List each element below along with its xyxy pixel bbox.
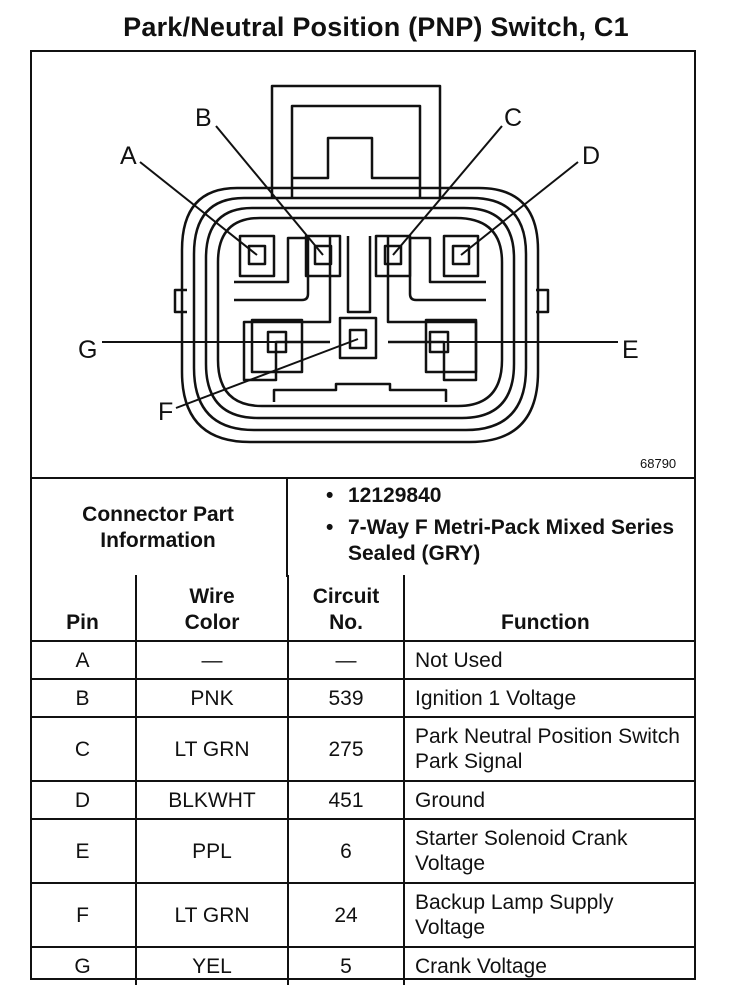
pin-label-c: C [504,104,522,132]
wire-color-cell: YEL [135,946,289,985]
connector-diagram: A B C D E F G 68790 [30,50,696,478]
terminal-f [348,328,368,350]
connector-info-label: Connector Part Information [82,503,234,552]
function-cell: Not Used [403,640,696,680]
circuit-cell: 451 [287,780,405,820]
wire-color-cell: LT GRN [135,882,289,948]
cavity-a [238,234,276,278]
table-row: E PPL 6 Starter Solenoid Crank Voltage [30,818,696,884]
leader-b [215,125,324,256]
pin-label-f: F [158,398,173,426]
table-row: A — — Not Used [30,640,696,680]
cavity-d [442,234,480,278]
connector-info: Connector Part Information • 12129840 • … [30,477,696,577]
table-row: D BLKWHT 451 Ground [30,780,696,820]
pin-label-g: G [78,336,97,364]
cavity-f [338,316,378,360]
pin-label-e: E [622,336,639,364]
wire-color-cell: BLKWHT [135,780,289,820]
leader-f [175,338,359,409]
connector-ear-right [536,288,550,314]
pin-cell: C [30,716,137,782]
connector-type: 7-Way F Metri-Pack Mixed Series Sealed (… [348,516,675,565]
pin-cell: D [30,780,137,820]
pin-table: Pin Wire Color Circuit No. Function A — … [30,575,696,985]
cavity-c [374,234,412,278]
figure-number: 68790 [640,456,676,471]
bullet-icon: • [326,484,334,507]
wire-color-cell: LT GRN [135,716,289,782]
leader-a [139,161,258,256]
connector-info-item: • 12129840 [326,483,690,509]
wire-color-cell: — [135,640,289,680]
part-number: 12129840 [348,484,442,507]
cavity-g [250,318,304,374]
terminal-b [313,244,333,266]
function-cell: Ground [403,780,696,820]
table-row: B PNK 539 Ignition 1 Voltage [30,678,696,718]
pin-cell: G [30,946,137,985]
function-cell: Ignition 1 Voltage [403,678,696,718]
connector-shell [180,186,540,444]
table-row: F LT GRN 24 Backup Lamp Supply Voltage [30,882,696,948]
function-cell: Crank Voltage [403,946,696,985]
pin-cell: E [30,818,137,884]
connector-info-label-cell: Connector Part Information [30,479,288,577]
pin-label-d: D [582,142,600,170]
leader-c [392,125,503,256]
function-cell: Backup Lamp Supply Voltage [403,882,696,948]
header-circuit-no: Circuit No. [287,575,405,642]
circuit-cell: 6 [287,818,405,884]
header-pin: Pin [30,575,137,642]
connector-info-item: • 7-Way F Metri-Pack Mixed Series Sealed… [326,515,690,567]
page-title: Park/Neutral Position (PNP) Switch, C1 [123,12,629,42]
terminal-a [247,244,267,266]
table-row: G YEL 5 Crank Voltage [30,946,696,985]
header-wire-color: Wire Color [135,575,289,642]
wire-color-cell: PNK [135,678,289,718]
function-cell: Park Neutral Position Switch Park Signal [403,716,696,782]
wire-color-cell: PPL [135,818,289,884]
circuit-cell: 275 [287,716,405,782]
pin-table-header: Pin Wire Color Circuit No. Function [30,575,696,642]
circuit-cell: 5 [287,946,405,985]
pin-label-b: B [195,104,212,132]
function-cell: Starter Solenoid Crank Voltage [403,818,696,884]
table-row: C LT GRN 275 Park Neutral Position Switc… [30,716,696,782]
pin-cell: A [30,640,137,680]
terminal-d [451,244,471,266]
circuit-cell: — [287,640,405,680]
terminal-c [383,244,403,266]
leader-d [460,161,579,256]
bullet-icon: • [326,516,334,539]
circuit-cell: 539 [287,678,405,718]
connector-info-list: • 12129840 • 7-Way F Metri-Pack Mixed Se… [290,483,690,567]
cavity-b [304,234,342,278]
pin-cell: F [30,882,137,948]
connector-latch [270,84,442,198]
cavity-e [424,318,478,374]
header-function: Function [403,575,696,642]
circuit-cell: 24 [287,882,405,948]
pin-cell: B [30,678,137,718]
pin-label-a: A [120,142,137,170]
